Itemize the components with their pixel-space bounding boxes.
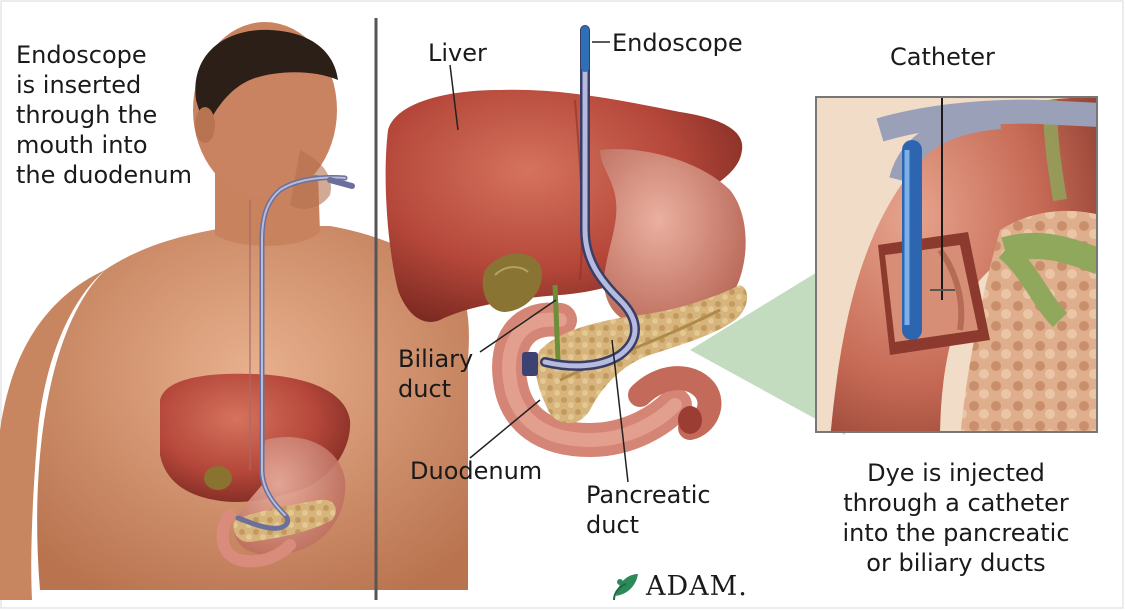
label-biliary-duct: Biliary duct (398, 344, 473, 404)
label-duodenum: Duodenum (410, 456, 542, 486)
label-liver: Liver (428, 38, 487, 68)
label-endoscope: Endoscope (612, 28, 743, 58)
right-panel-caption: Dye is injected through a catheter into … (816, 458, 1096, 578)
label-catheter: Catheter (890, 42, 995, 72)
brand-name: ADAM. (646, 571, 748, 602)
zoomed-duodenum-figure (816, 92, 1100, 440)
left-panel-caption: Endoscope is inserted through the mouth … (16, 40, 192, 190)
label-pancreatic-duct: Pancreatic duct (586, 480, 711, 540)
brand-mark: ADAM. (610, 566, 748, 606)
